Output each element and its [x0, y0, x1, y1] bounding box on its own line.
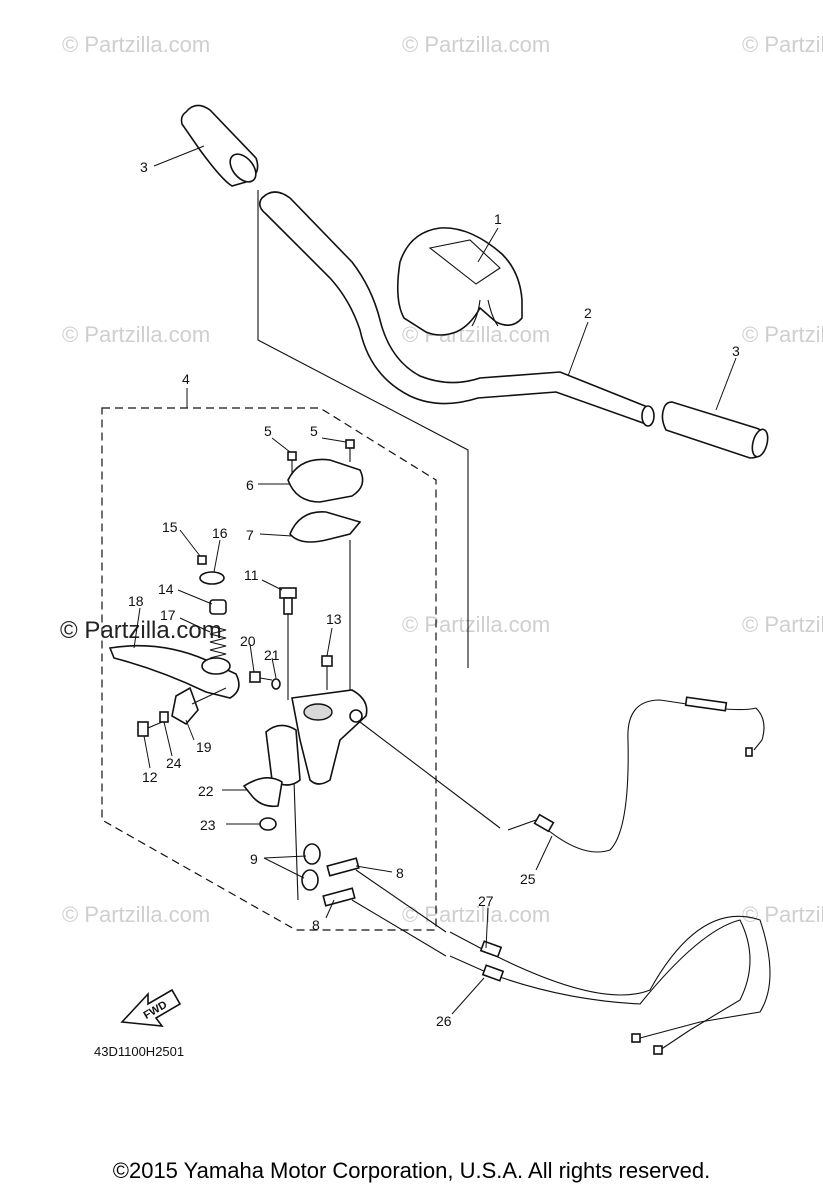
callout-11: 11 — [244, 567, 259, 583]
guide-line — [293, 779, 299, 901]
watermark: © Partzilla.com — [62, 902, 210, 927]
bolt-13 — [321, 655, 333, 690]
callout-13: 13 — [326, 611, 342, 627]
lever-holder — [171, 686, 199, 726]
watermark: © Partzilla.com — [62, 32, 210, 57]
callout-2: 2 — [584, 305, 592, 321]
guide-line — [351, 899, 447, 957]
callout-25: 25 — [520, 871, 536, 887]
callout-15: 15 — [162, 519, 178, 535]
bolt-8a — [326, 857, 360, 877]
callout-12: 12 — [142, 769, 158, 785]
stopper-plate — [242, 777, 283, 808]
callout-19: 19 — [196, 739, 212, 755]
clamp-upper — [287, 458, 364, 503]
screw-15 — [197, 555, 207, 565]
callout-20: 20 — [240, 633, 256, 649]
leader-lines — [133, 145, 737, 1015]
clamp-lower — [289, 511, 362, 543]
washer-9b — [301, 869, 319, 891]
callout-23: 23 — [200, 817, 216, 833]
watermark: © Partzilla.com — [402, 902, 550, 927]
guide-line — [191, 687, 227, 705]
cable-26-27 — [449, 915, 771, 1055]
screw-12 — [137, 721, 163, 737]
screw-5b — [345, 439, 355, 462]
screw-20 — [249, 671, 273, 683]
callout-21: 21 — [264, 647, 280, 663]
callout-labels: 3 1 2 3 4 5 5 6 7 11 13 15 16 14 17 18 2… — [128, 159, 740, 1029]
callout-22: 22 — [198, 783, 214, 799]
watermark: © Partzilla.com — [742, 612, 823, 637]
throttle-lever — [108, 644, 240, 699]
callout-6: 6 — [246, 477, 254, 493]
callout-14: 14 — [158, 581, 174, 597]
callout-16: 16 — [212, 525, 228, 541]
cable-25 — [507, 696, 765, 853]
watermark-strong: © Partzilla.com — [60, 617, 222, 644]
callout-3: 3 — [732, 343, 740, 359]
collar — [209, 599, 227, 615]
washer-9a — [303, 843, 321, 865]
washer-16 — [199, 571, 225, 585]
bolt-11 — [279, 587, 297, 615]
grip-right — [661, 401, 769, 459]
callout-1: 1 — [494, 211, 502, 227]
grip-left — [180, 104, 259, 187]
nut-24 — [159, 711, 169, 723]
watermark: © Partzilla.com — [742, 32, 823, 57]
screw-5a — [287, 451, 297, 474]
callout-17: 17 — [160, 607, 176, 623]
watermark: © Partzilla.com — [402, 32, 550, 57]
watermark: © Partzilla.com — [402, 612, 550, 637]
guide-line — [359, 721, 501, 829]
throttle-housing — [265, 689, 368, 786]
watermark: © Partzilla.com — [62, 322, 210, 347]
handlebar-cover — [396, 227, 523, 336]
bolt-8b — [322, 887, 356, 907]
callout-24: 24 — [166, 755, 182, 771]
callout-8: 8 — [396, 865, 404, 881]
copyright-notice: ©2015 Yamaha Motor Corporation, U.S.A. A… — [112, 1158, 711, 1183]
callout-3: 3 — [140, 159, 148, 175]
callout-9: 9 — [250, 851, 258, 867]
washer-21 — [271, 678, 281, 690]
callout-4: 4 — [182, 371, 190, 387]
spring — [209, 625, 227, 659]
watermark: © Partzilla.com — [742, 902, 823, 927]
assembly-frame-line — [257, 190, 469, 668]
callout-27: 27 — [478, 893, 494, 909]
guide-line — [355, 869, 447, 933]
fwd-arrow-icon: FWD — [120, 988, 182, 1027]
callout-26: 26 — [436, 1013, 452, 1029]
callout-7: 7 — [246, 527, 254, 543]
handlebar — [258, 191, 655, 427]
callout-18: 18 — [128, 593, 144, 609]
diagram-code: 43D1100H2501 — [94, 1044, 184, 1059]
nut-23 — [259, 817, 277, 831]
watermark-layer: © Partzilla.com © Partzilla.com © Partzi… — [60, 32, 823, 927]
callout-5: 5 — [310, 423, 318, 439]
callout-5: 5 — [264, 423, 272, 439]
watermark: © Partzilla.com — [742, 322, 823, 347]
callout-8: 8 — [312, 917, 320, 933]
